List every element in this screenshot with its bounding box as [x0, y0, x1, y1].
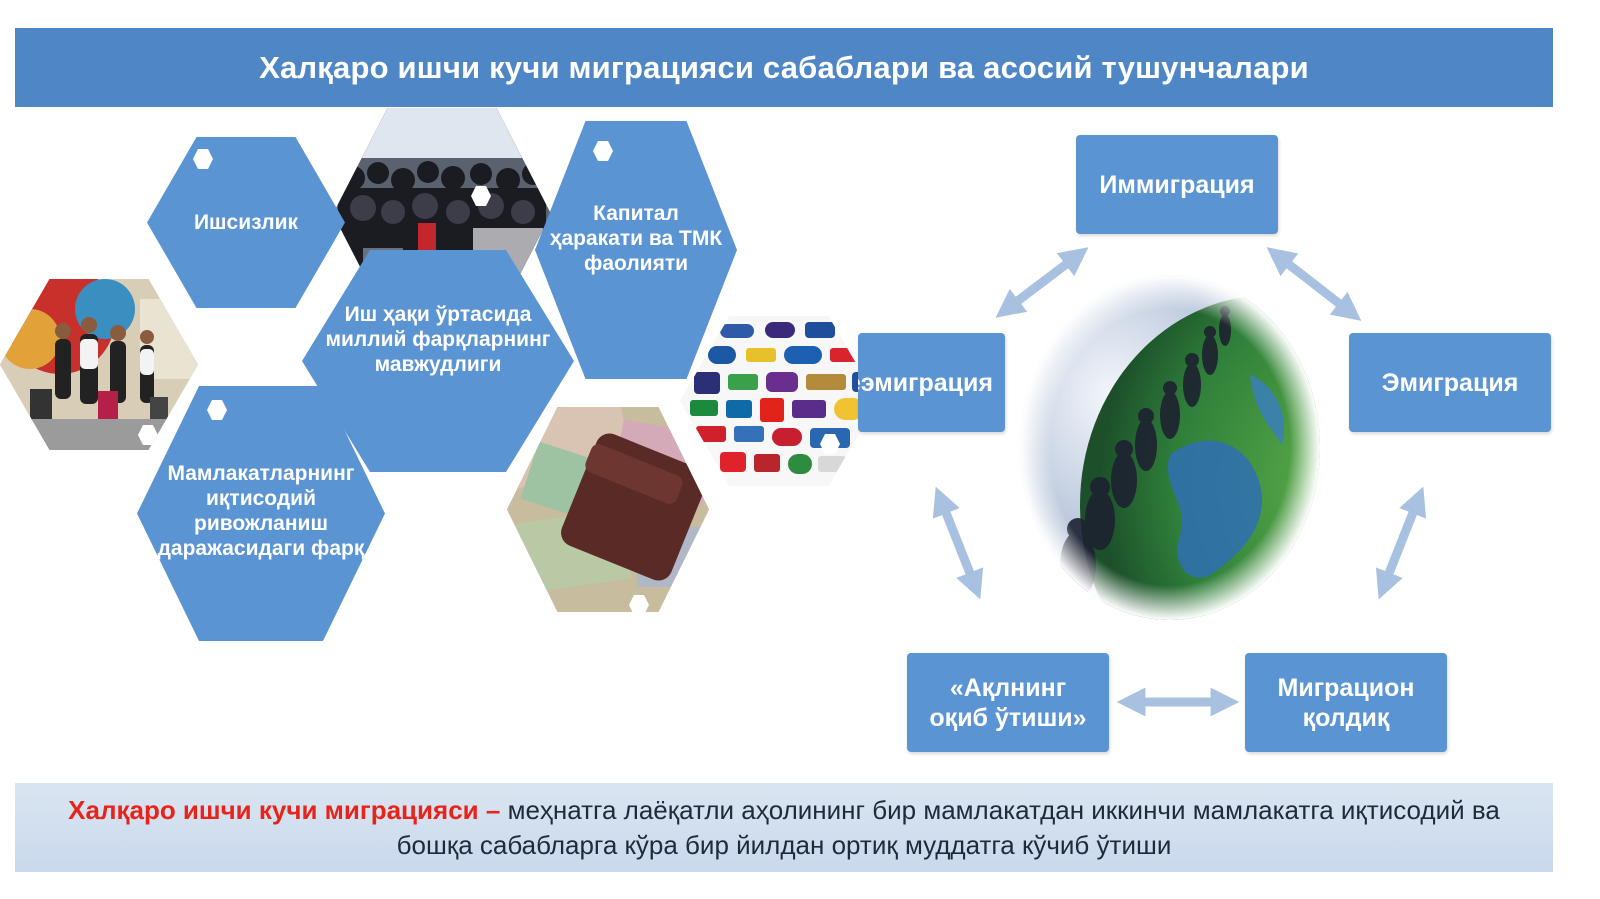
box-brain-drain: «Ақлнинг оқиб ўтиши»	[907, 653, 1109, 752]
hex-development-line-1: Мамлакатларнинг	[167, 461, 355, 485]
box-immigration: Иммиграция	[1076, 135, 1278, 234]
hex-capital-line-2: ҳаракати ва ТМК	[549, 226, 723, 250]
box-brain-drain-line-2: оқиб ўтиши»	[929, 703, 1087, 732]
page-title: Халқаро ишчи кучи миграцияси сабаблари в…	[259, 49, 1309, 85]
hex-wages-line-3: мавжудлиги	[374, 352, 502, 376]
globe-illustration	[1020, 275, 1320, 620]
hex-capital-line-3: фаолияти	[583, 251, 689, 275]
arrow-remigration-immigration	[995, 247, 1089, 318]
definition-dash: –	[478, 794, 508, 825]
globe-image	[1020, 275, 1320, 620]
hex-capital-line-1: Капитал	[593, 201, 679, 225]
box-remigration-label: Реэмиграция	[858, 368, 993, 397]
travelers-photo-hex	[0, 279, 198, 450]
hex-wages-line-2: миллий фарқларнинг	[325, 327, 551, 351]
box-emigration: Эмиграция	[1349, 333, 1551, 432]
brands-photo-hex	[680, 316, 878, 486]
box-remigration: Реэмиграция	[858, 333, 1005, 432]
title-bar: Халқаро ишчи кучи миграцияси сабаблари в…	[15, 28, 1553, 107]
hex-development-line-3: ривожланиш	[194, 511, 328, 535]
box-migration-balance: Миграцион қолдиқ	[1245, 653, 1447, 752]
definition-term: Халқаро ишчи кучи миграцияси	[68, 794, 479, 825]
hex-development-line-2: иқтисодий	[205, 486, 316, 510]
hex-wages-line-1: Иш ҳақи ўртасида	[344, 302, 532, 326]
travelers-photo	[0, 279, 198, 450]
arrow-brain-drain-remigration	[932, 486, 984, 600]
wallet-money-photo	[507, 407, 709, 612]
box-migration-balance-line-1: Миграцион	[1277, 673, 1415, 702]
hex-unemployment: Ишсизлик	[147, 137, 345, 308]
hex-capital-movement: Капитал ҳаракати ва ТМК фаолияти	[535, 121, 737, 379]
arrow-emigration-balance	[1375, 486, 1427, 600]
hex-development-line-4: даражасидаги фарқ	[157, 536, 365, 560]
arrow-immigration-emigration	[1266, 247, 1362, 321]
box-migration-balance-line-2: қолдиқ	[1302, 703, 1390, 732]
box-immigration-label: Иммиграция	[1099, 170, 1255, 199]
box-brain-drain-line-1: «Ақлнинг	[949, 673, 1067, 702]
wallet-photo-hex	[507, 407, 709, 612]
box-emigration-label: Эмиграция	[1381, 368, 1519, 397]
brands-photo	[680, 316, 878, 486]
definition-footer: Халқаро ишчи кучи миграцияси – меҳнатга …	[15, 783, 1553, 872]
definition-text: Халқаро ишчи кучи миграцияси – меҳнатга …	[54, 793, 1514, 863]
hex-unemployment-label: Ишсизлик	[193, 211, 299, 234]
definition-body: меҳнатга лаёқатли аҳолининг бир мамлакат…	[396, 794, 1500, 860]
